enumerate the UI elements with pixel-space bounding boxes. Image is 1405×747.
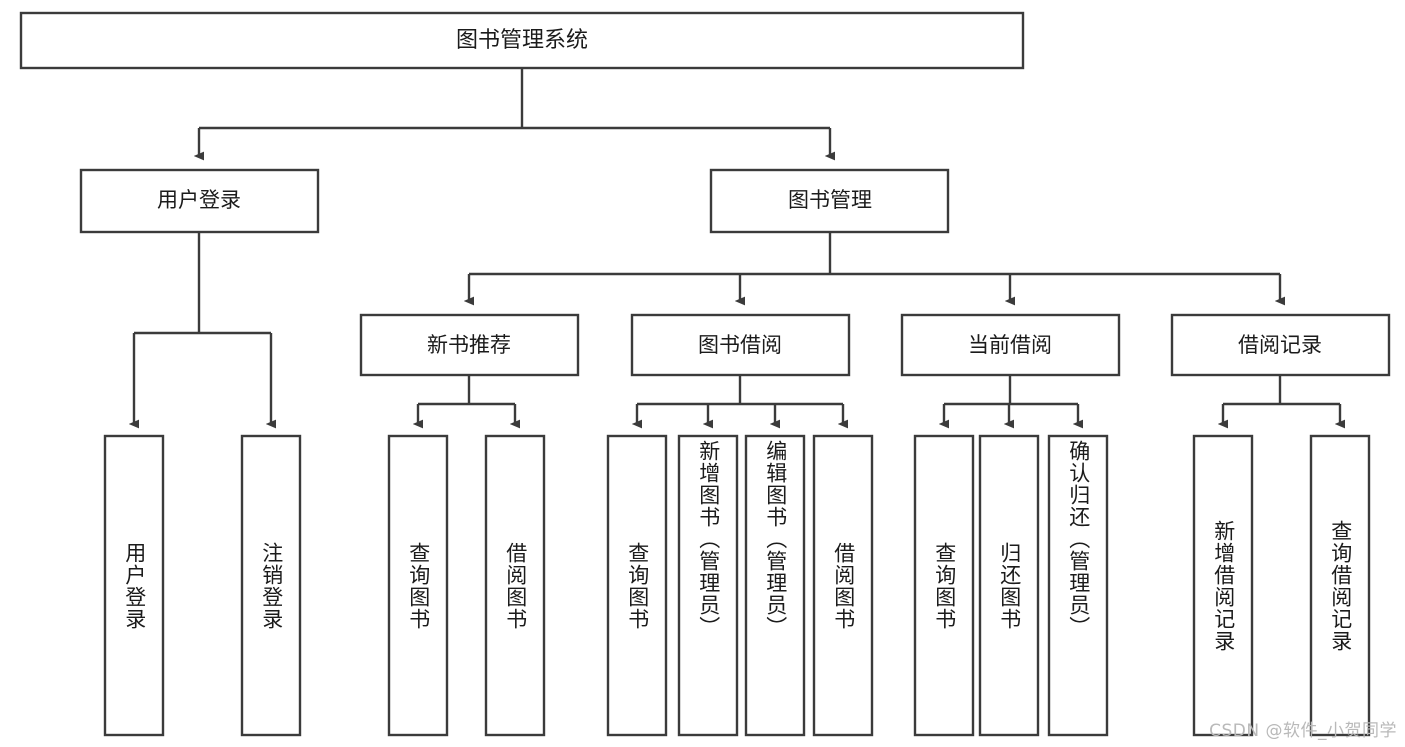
- node-current-borrow-label: 当前借阅: [968, 333, 1052, 357]
- node-book-borrow-label: 图书借阅: [698, 333, 782, 357]
- leaf-box-current-query-book[interactable]: [913, 434, 975, 737]
- leaf-box-record-add[interactable]: [1192, 434, 1254, 737]
- node-borrow-record-box[interactable]: [1170, 313, 1391, 377]
- leaf-box-borrow-add-book[interactable]: [677, 434, 739, 737]
- leaf-box-logout[interactable]: [240, 434, 302, 737]
- node-new-book-recommend-box[interactable]: [359, 313, 580, 377]
- node-root-box[interactable]: [19, 11, 1025, 70]
- leaf-box-borrow-edit-book[interactable]: [744, 434, 806, 737]
- leaf-box-record-query[interactable]: [1309, 434, 1371, 737]
- node-book-mgmt-box[interactable]: [709, 168, 950, 234]
- leaf-box-user-login[interactable]: [103, 434, 165, 737]
- node-book-mgmt-label: 图书管理: [788, 188, 872, 212]
- leaf-box-recommend-borrow-book[interactable]: [484, 434, 546, 737]
- watermark: CSDN @软件_小贺同学: [1209, 721, 1397, 741]
- node-borrow-record-label: 借阅记录: [1238, 333, 1322, 357]
- node-root-label: 图书管理系统: [456, 28, 588, 53]
- leaf-box-recommend-query-book[interactable]: [387, 434, 449, 737]
- node-user-login-label: 用户登录: [157, 188, 241, 212]
- leaf-box-borrow-borrow-book[interactable]: [812, 434, 874, 737]
- node-new-book-recommend-label: 新书推荐: [427, 333, 511, 357]
- leaf-box-current-confirm-return[interactable]: [1047, 434, 1109, 737]
- leaf-box-current-return-book[interactable]: [978, 434, 1040, 737]
- node-book-borrow-box[interactable]: [630, 313, 851, 377]
- node-current-borrow-box[interactable]: [900, 313, 1121, 377]
- leaf-box-borrow-query-book[interactable]: [606, 434, 668, 737]
